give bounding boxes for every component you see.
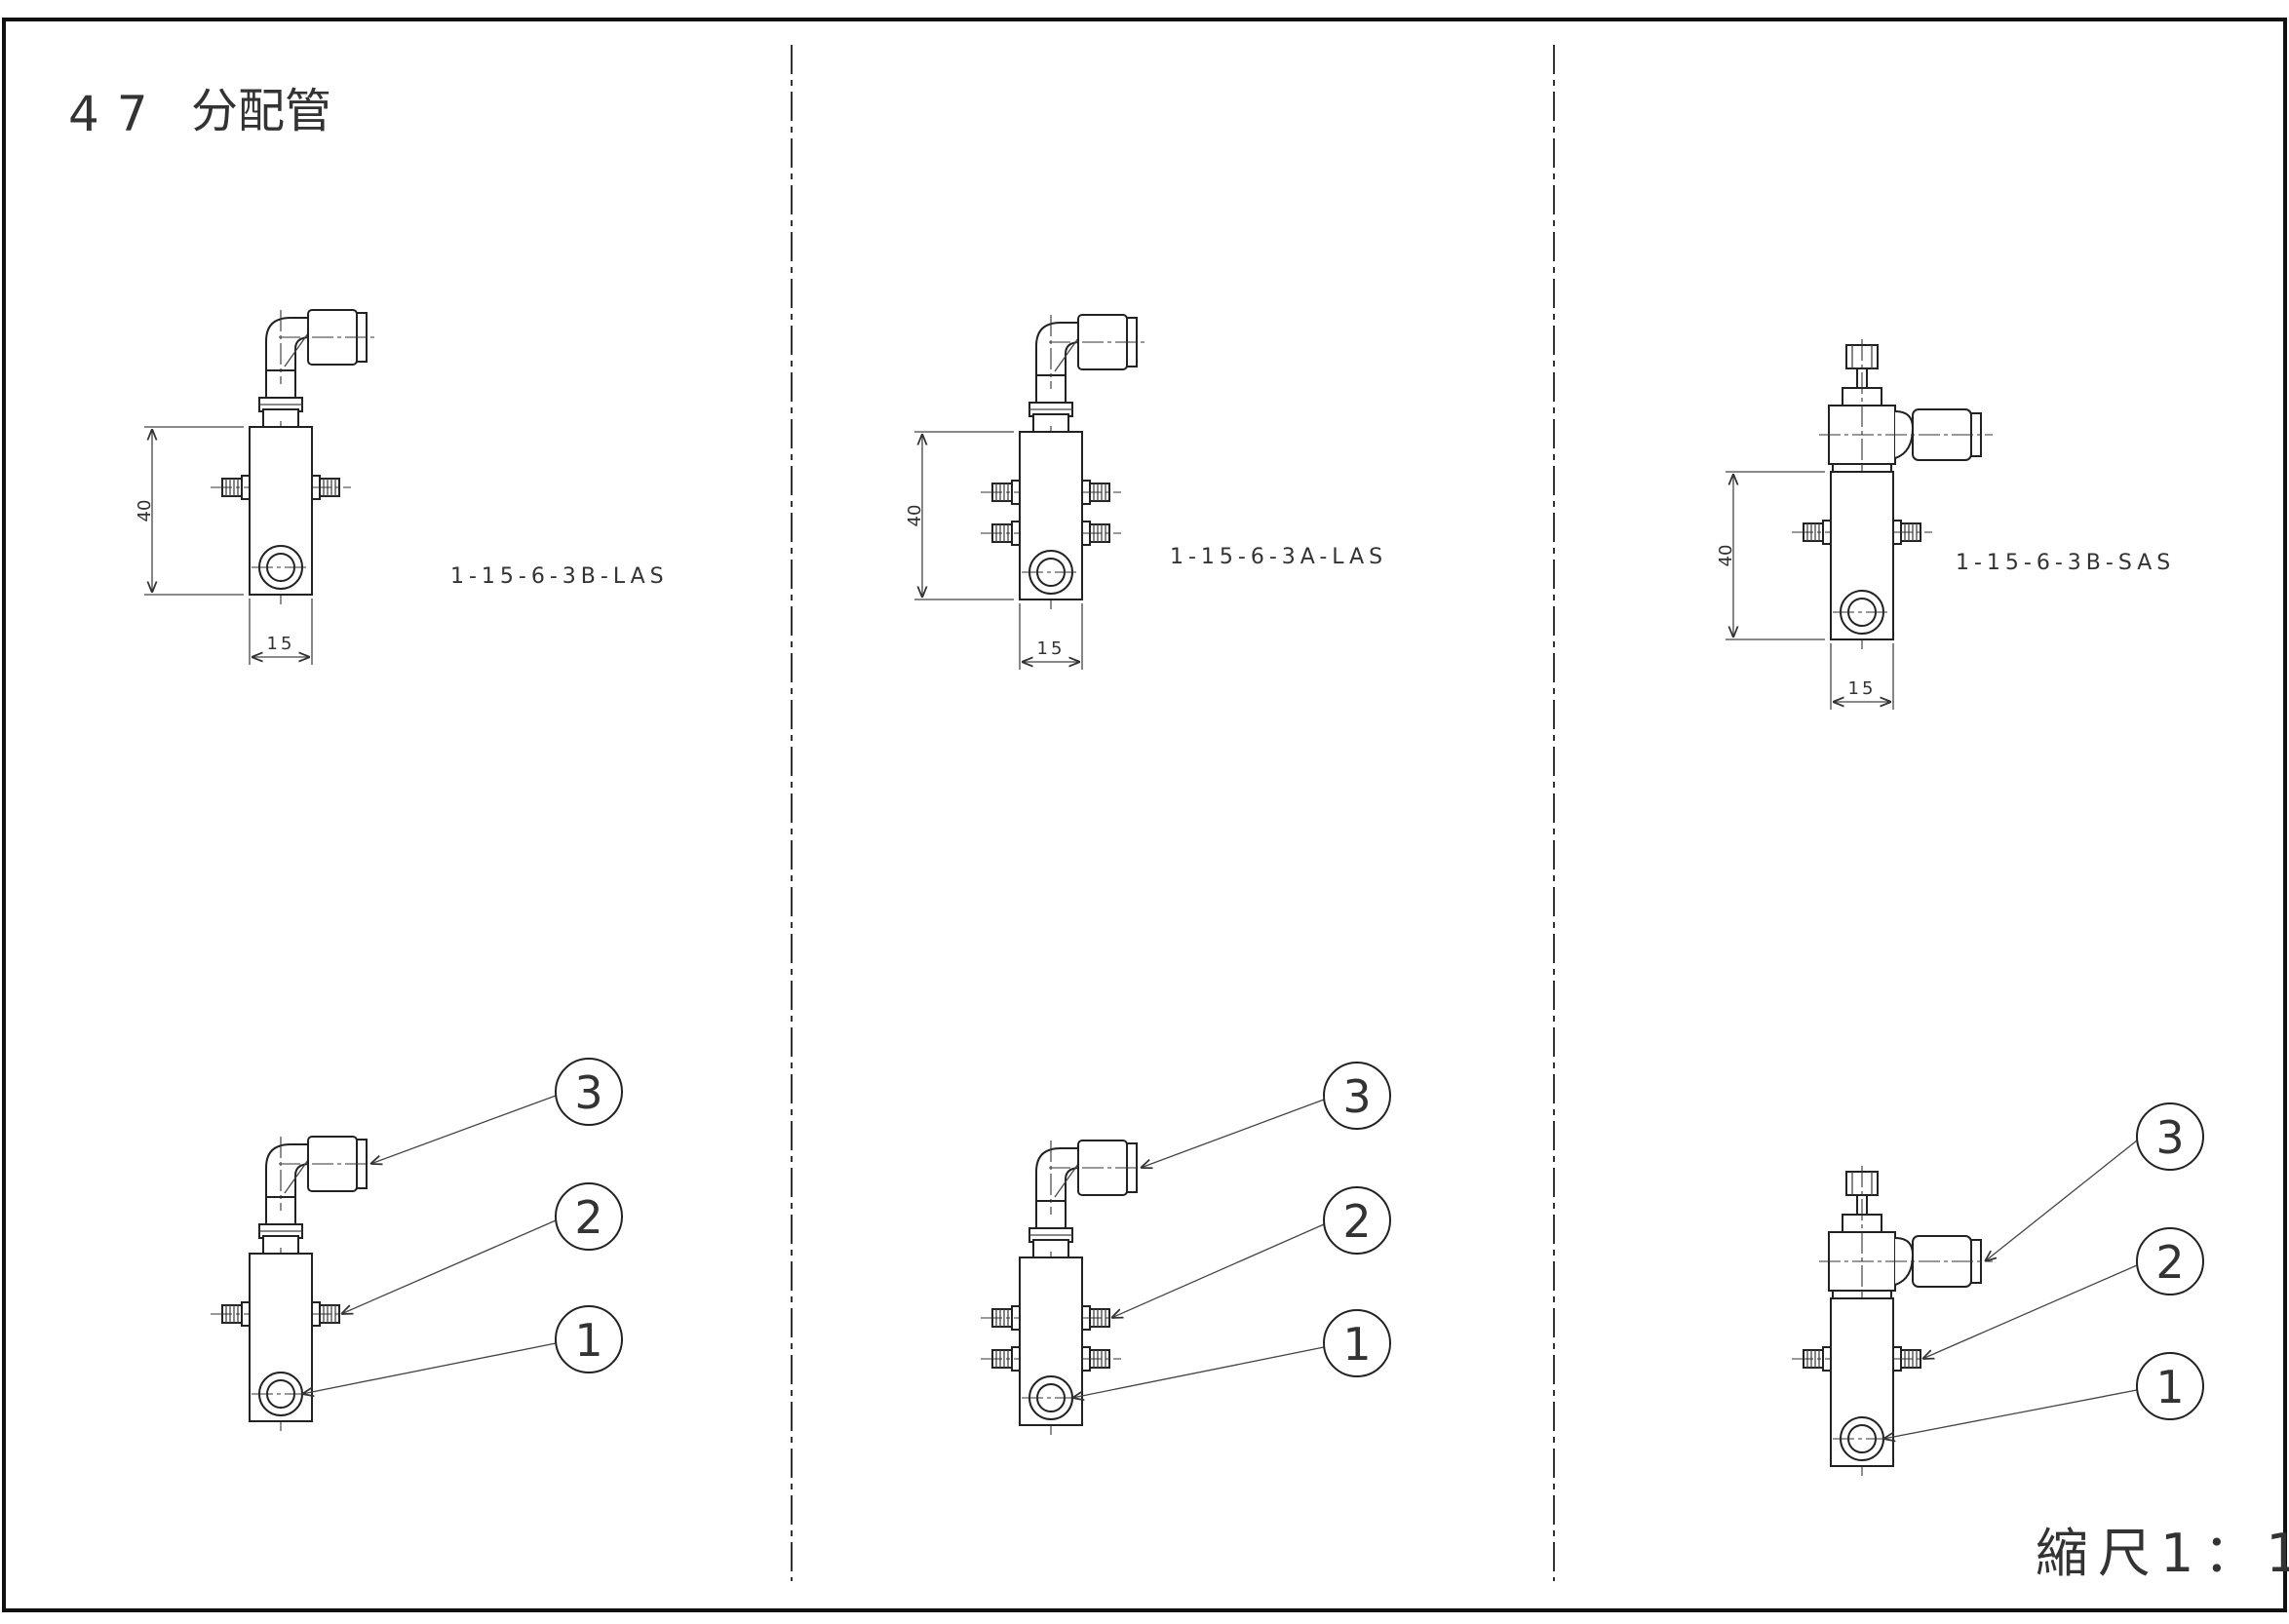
column-2-3a-las: 40 15 1-15-6-3A-LAS 3 2 1: [905, 314, 1391, 1435]
dimension-height-label: 40: [1716, 545, 1736, 567]
speed-controller-fitting: [1818, 338, 1994, 473]
dimension-width-label: 15: [1037, 638, 1066, 659]
leader-line-hose-barb: [1111, 1223, 1325, 1318]
callout-number-3: 3: [574, 1066, 602, 1119]
callout-balloon-1: [2136, 1352, 2204, 1420]
elbow-fitting: [1028, 1140, 1149, 1258]
leader-line-manifold-body: [302, 1342, 557, 1394]
leader-line-hose-barb: [1922, 1264, 2138, 1359]
part-number: 1-15-6-3B-LAS: [450, 564, 669, 589]
sheet-border: [2, 18, 2287, 1612]
column-3-3b-sas: 40 15 1-15-6-3B-SAS 3 2 1: [1716, 338, 2204, 1476]
part-number: 1-15-6-3A-LAS: [1170, 545, 1387, 569]
leader-line-fitting: [1985, 1140, 2138, 1261]
elbow-fitting: [258, 1136, 379, 1255]
callout-number-1: 1: [2155, 1361, 2184, 1413]
callout-balloon-3: [1323, 1062, 1391, 1130]
scale-label: 縮尺1：1: [2036, 1523, 2289, 1584]
assembly-view-dimensioned: 40 15 1-15-6-3B-SAS: [1716, 338, 2175, 710]
sheet-number: 47: [68, 86, 166, 142]
leader-line-manifold-body: [1883, 1389, 2138, 1439]
callout-number-1: 1: [574, 1314, 602, 1367]
callout-balloon-1: [1323, 1309, 1391, 1377]
leader-line-fitting: [370, 1095, 557, 1164]
leader-line-fitting: [1141, 1099, 1325, 1168]
callout-number-2: 2: [2155, 1236, 2184, 1289]
assembly-view-dimensioned: 40 15 1-15-6-3A-LAS: [905, 314, 1387, 670]
assembly-view-callouts: 3 2 1: [981, 1062, 1391, 1435]
callout-balloon-3: [2136, 1102, 2204, 1171]
callout-balloon-3: [555, 1058, 623, 1126]
elbow-fitting: [1028, 314, 1149, 433]
part-number: 1-15-6-3B-SAS: [1956, 551, 2175, 575]
callout-balloon-2: [1323, 1186, 1391, 1255]
callout-balloon-2: [555, 1182, 623, 1251]
speed-controller-fitting: [1818, 1165, 1994, 1299]
callout-number-3: 3: [1342, 1070, 1371, 1123]
callout-balloon-1: [555, 1305, 623, 1373]
callout-number-2: 2: [574, 1191, 602, 1244]
dimension-height-label: 40: [905, 505, 925, 527]
column-1-3b-las: 40 15 1-15-6-3B-LAS 3 2 1: [135, 309, 669, 1431]
leader-line-hose-barb: [341, 1219, 557, 1314]
callout-number-2: 2: [1342, 1195, 1371, 1248]
assembly-view-callouts: 3 2 1: [211, 1058, 623, 1431]
callout-balloon-2: [2136, 1227, 2204, 1295]
assembly-view-callouts: 3 2 1: [1792, 1102, 2204, 1476]
dimension-width-label: 15: [1848, 678, 1877, 699]
callout-number-3: 3: [2155, 1111, 2184, 1164]
callout-number-1: 1: [1342, 1318, 1371, 1371]
dimension-height-label: 40: [135, 500, 155, 522]
elbow-fitting: [258, 309, 379, 428]
assembly-view-dimensioned: 40 15 1-15-6-3B-LAS: [135, 309, 669, 665]
leader-line-manifold-body: [1072, 1346, 1325, 1398]
dimension-width-label: 15: [267, 634, 295, 654]
sheet-title: 分配管: [191, 84, 331, 138]
